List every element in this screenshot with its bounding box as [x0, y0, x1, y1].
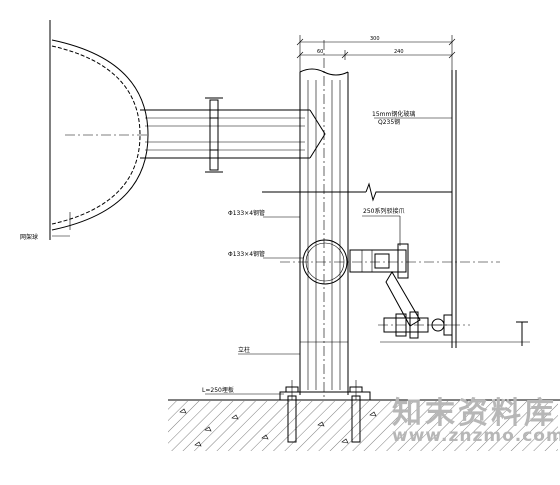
vertical-column: [299, 40, 349, 400]
label-tube-mid: Φ133×4钢管: [228, 250, 265, 258]
dim-left: 60: [317, 49, 323, 55]
watermark: 知末资料库 www.znzmo.com: [380, 380, 560, 460]
watermark-title: 知末资料库: [392, 396, 557, 431]
dome-node: [49, 20, 150, 240]
dim-right: 240: [394, 49, 404, 55]
cross-tube-section: [280, 239, 500, 285]
ground-concrete: [168, 399, 560, 451]
spider-claw: [349, 243, 470, 339]
horizontal-arm-tube: [140, 97, 326, 173]
label-tube-top: Φ133×4钢管: [228, 209, 265, 217]
leader-lines: [52, 117, 452, 395]
watermark-url: www.znzmo.com: [392, 426, 560, 446]
base-plate: [279, 380, 371, 443]
label-steel-spec: Q235钢: [378, 118, 400, 126]
dimension-line: [296, 35, 456, 72]
label-glass: 15mm钢化玻璃: [372, 110, 415, 118]
section-marker: [380, 321, 530, 346]
label-dome: 网架球: [20, 233, 38, 241]
label-base-plate: L=250埋板: [202, 386, 234, 394]
label-claw: 250系列驳接爪: [363, 207, 404, 215]
glass-panel: [451, 70, 457, 348]
label-column: 立柱: [238, 346, 250, 354]
break-line: [262, 182, 452, 202]
dim-total: 300: [370, 36, 380, 42]
